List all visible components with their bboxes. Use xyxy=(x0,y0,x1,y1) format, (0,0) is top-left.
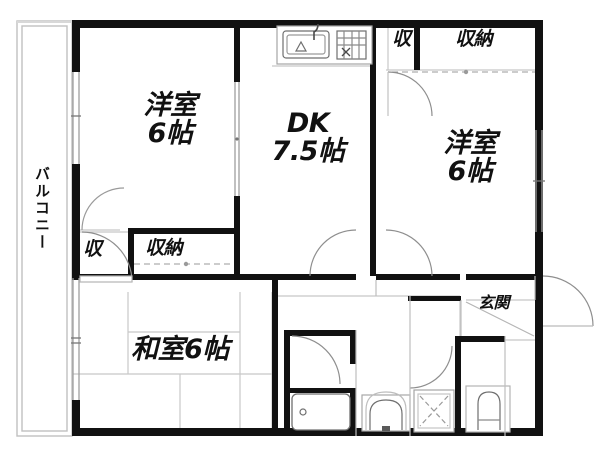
door-entrance xyxy=(542,275,594,327)
window-balcony-lower xyxy=(71,278,81,400)
door-right-room xyxy=(385,229,433,277)
washing-machine-fixture xyxy=(413,389,455,433)
room-size: 6帖 xyxy=(447,155,493,187)
room-label-yoshitsu-left: 洋室 6帖 xyxy=(100,92,240,147)
storage-label-closet-large-right: 収納 xyxy=(455,28,493,50)
kitchen-counter xyxy=(276,23,373,65)
door-arcs xyxy=(79,71,594,389)
walls xyxy=(72,20,543,436)
window-balcony-upper xyxy=(71,72,81,164)
room-name: 和室6帖 xyxy=(131,334,229,365)
room-label-yoshitsu-right: 洋室 6帖 xyxy=(410,130,530,185)
room-name: 洋室 xyxy=(143,90,198,121)
sink-fixture xyxy=(282,23,330,59)
storage-label-closet-large-left: 収納 xyxy=(145,237,183,259)
partition-left-room-dk xyxy=(234,82,240,196)
toilet-fixture xyxy=(361,391,411,432)
closet-shelf-marks xyxy=(134,69,543,267)
interior-thin-partitions xyxy=(355,276,536,436)
door-dk-corridor xyxy=(309,229,357,277)
bathtub-fixture xyxy=(291,393,351,431)
room-size: 6帖 xyxy=(147,117,193,149)
room-name: 洋室 xyxy=(443,128,498,159)
windows xyxy=(71,72,545,400)
room-label-washitsu: 和室6帖 xyxy=(105,336,255,364)
room-label-dk: DK 7.5帖 xyxy=(248,110,368,165)
stove-fixture xyxy=(336,30,367,60)
door-bath xyxy=(291,335,341,385)
door-closet-left xyxy=(81,187,125,231)
storage-label-closet-small-right: 収 xyxy=(392,28,411,50)
door-closet-right xyxy=(387,71,433,117)
room-name: DK xyxy=(286,108,330,139)
room-size: 7.5帖 xyxy=(271,135,345,167)
balcony-label: バルコニー xyxy=(33,166,51,251)
window-right-room xyxy=(533,130,545,232)
entrance-label: 玄関 xyxy=(478,293,510,312)
door-washroom xyxy=(409,345,453,389)
storage-label-closet-small-left: 収 xyxy=(83,238,102,260)
door-left-room xyxy=(79,231,133,283)
vanity-sink-fixture xyxy=(465,385,511,433)
floor-grid-lines xyxy=(72,20,543,430)
entrance-step xyxy=(465,301,535,337)
